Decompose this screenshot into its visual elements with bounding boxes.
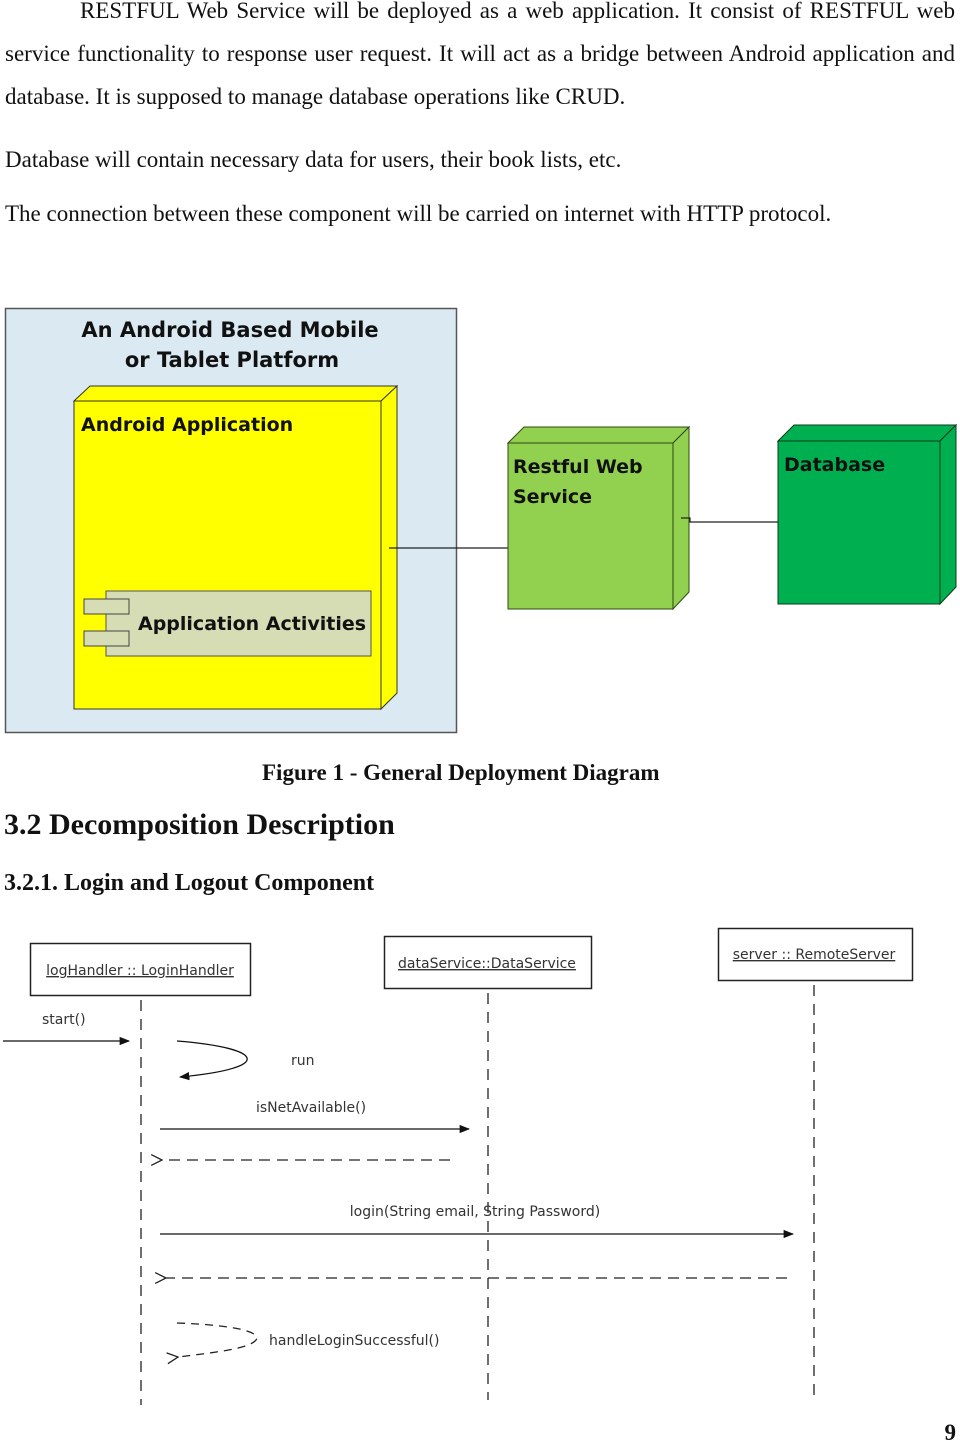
- database-paragraph: Database will contain necessary data for…: [5, 147, 622, 172]
- deployment-diagram: An Android Based Mobile or Tablet Platfo…: [4, 307, 958, 734]
- subsection-heading: 3.2.1. Login and Logout Component: [4, 870, 375, 896]
- platform-label-line1: An Android Based Mobile: [81, 318, 378, 342]
- message-label-run: run: [291, 1053, 315, 1069]
- section-heading: 3.2 Decomposition Description: [4, 808, 395, 841]
- figure-caption: Figure 1 - General Deployment Diagram: [262, 760, 660, 785]
- message-handleloginsuccessful-arrow: [177, 1322, 258, 1357]
- android-application-label: Android Application: [81, 414, 293, 436]
- message-label-isnetavailable: isNetAvailable(): [256, 1100, 366, 1116]
- restful-web-service-label-line1: Restful Web: [513, 456, 643, 478]
- lifeline-label-loghandler: logHandler :: LoginHandler: [46, 963, 234, 979]
- message-run-arrow: [176, 1040, 248, 1081]
- component-port-icon: [83, 630, 130, 647]
- lifeline-head-remoteserver: [717, 927, 914, 982]
- intro-paragraph: RESTFUL Web Service will be deployed as …: [5, 0, 955, 109]
- application-activities-label: Application Activities: [138, 613, 366, 635]
- sequence-diagram: logHandler :: LoginHandler dataService::…: [3, 927, 914, 1405]
- lifeline-head-loghandler: [29, 942, 252, 997]
- lifeline-head-dataservice: [383, 935, 593, 990]
- application-activities-component: [83, 590, 372, 657]
- lifeline-label-remoteserver: server :: RemoteServer: [733, 947, 896, 963]
- connector-webservice-to-database: [681, 517, 778, 523]
- android-application-node: [72, 384, 399, 711]
- database-node: [776, 423, 958, 606]
- page-number: 9: [944, 1420, 957, 1445]
- message-label-handleloginsuccessful: handleLoginSuccessful(): [269, 1333, 439, 1349]
- lifeline-label-dataservice: dataService::DataService: [398, 956, 576, 972]
- component-port-icon: [83, 598, 130, 615]
- connection-paragraph: The connection between these component w…: [5, 201, 832, 226]
- message-label-start: start(): [42, 1012, 86, 1028]
- restful-web-service-label-line2: Service: [513, 486, 592, 508]
- restful-web-service-node: [506, 425, 691, 611]
- platform-label-line2: or Tablet Platform: [125, 348, 339, 372]
- message-label-login: login(String email, String Password): [350, 1204, 600, 1220]
- database-label: Database: [784, 454, 885, 476]
